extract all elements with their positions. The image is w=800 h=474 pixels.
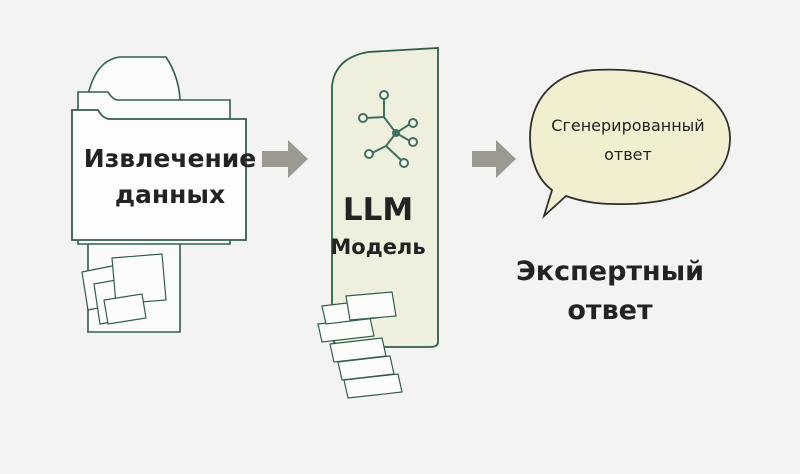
bubble-label-line1: Сгенерированный [551, 116, 705, 135]
paper-sheet [111, 253, 167, 305]
expert-answer-label: Экспертный ответ [500, 252, 720, 330]
expert-label-line1: Экспертный [515, 256, 705, 287]
paper-sheet [345, 291, 397, 321]
speech-bubble-shape [529, 68, 731, 219]
bubble-label-line2: ответ [604, 145, 652, 164]
scattered-papers [81, 253, 167, 325]
paper-sheet [103, 293, 147, 325]
llm-title: LLM [342, 192, 414, 228]
arrow-right-icon [262, 140, 308, 178]
llm-model-panel [317, 47, 439, 399]
arrow-shape [262, 140, 308, 178]
front-folder-sheet [71, 109, 247, 241]
llm-subtitle: Модель [330, 235, 426, 259]
speech-bubble-icon [529, 68, 731, 219]
extraction-label-line1: Извлечение [83, 144, 257, 173]
network-icon [358, 90, 418, 168]
extraction-label-line2: данных [114, 180, 226, 209]
paper-sheet [329, 337, 387, 363]
arrow-right-icon [472, 140, 516, 178]
document-stack-icon [71, 56, 247, 333]
bubble-label: Сгенерированный ответ [536, 111, 720, 169]
llm-paper-stack [317, 291, 403, 399]
extraction-label: Извлечение данных [72, 141, 268, 213]
expert-label-line2: ответ [567, 295, 653, 326]
arrow-shape [472, 140, 516, 178]
